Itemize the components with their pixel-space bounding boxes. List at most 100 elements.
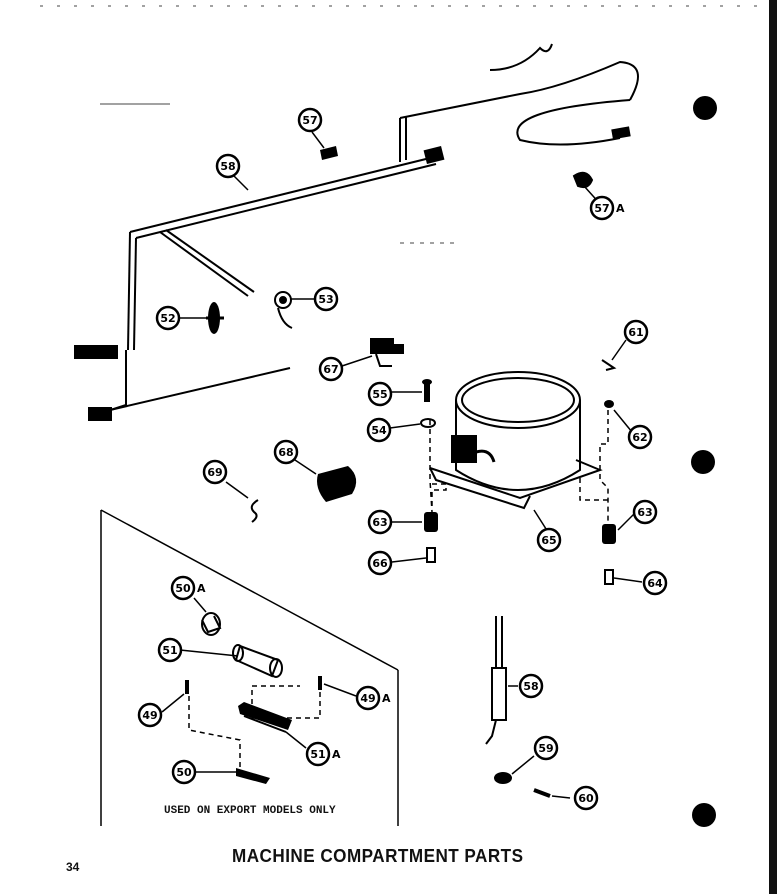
callout-circle <box>536 527 562 553</box>
callout-circle <box>533 735 559 761</box>
part-53-grommet <box>274 291 293 329</box>
clip-61 <box>601 359 617 371</box>
clip-57a <box>572 171 594 189</box>
callout-49a: 49 A <box>355 685 391 711</box>
callout-circle <box>297 107 323 133</box>
callout-number: 59 <box>538 742 553 755</box>
mount-dashed-lines <box>429 410 609 522</box>
part-68-cover <box>317 466 357 502</box>
callout-number: 54 <box>371 424 387 437</box>
callout-circle <box>367 509 393 535</box>
callout-circle <box>355 685 381 711</box>
washer-62 <box>604 400 614 408</box>
binder-hole-bottom <box>692 803 716 827</box>
harness-connector-right <box>611 126 631 140</box>
part-67-relay <box>370 338 404 367</box>
callout-number: 49 <box>360 692 375 705</box>
callout-number: 63 <box>372 516 387 529</box>
compressor-65 <box>429 371 603 510</box>
callout-circle <box>171 759 197 785</box>
part-52-bracket <box>206 302 224 334</box>
part-59-clip <box>494 772 512 784</box>
callout-number: 57 <box>594 202 609 215</box>
callout-59: 59 <box>533 735 559 761</box>
callout-65: 65 <box>536 527 562 553</box>
callout-68: 68 <box>273 439 299 465</box>
callout-60: 60 <box>573 785 599 811</box>
callout-55: 55 <box>367 381 393 407</box>
callout-50: 50 <box>171 759 197 785</box>
page-number: 34 <box>66 860 80 874</box>
callout-number: 50 <box>176 766 192 779</box>
callout-circle <box>573 785 599 811</box>
callout-66: 66 <box>367 550 393 576</box>
callout-circle <box>305 741 331 767</box>
callout-number: 53 <box>318 293 333 306</box>
washer-54 <box>420 418 436 428</box>
callout-number: 58 <box>523 680 538 693</box>
clip-57 <box>320 146 338 160</box>
callout-circle <box>215 153 241 179</box>
callout-53: 53 <box>313 286 339 312</box>
callout-57: 57 <box>297 107 323 133</box>
callout-58: 58 <box>215 153 241 179</box>
harness-connector-left-a <box>74 345 96 359</box>
part-51a-bracket <box>238 702 292 733</box>
callout-63: 63 <box>632 499 658 525</box>
callout-circle <box>137 702 163 728</box>
callout-suffix: A <box>382 692 391 705</box>
callout-circle <box>627 424 653 450</box>
callout-circle <box>273 439 299 465</box>
binder-hole-top <box>693 96 717 120</box>
callout-52: 52 <box>155 305 181 331</box>
callout-number: 68 <box>278 446 293 459</box>
part-51-capacitor <box>232 644 283 678</box>
callout-69: 69 <box>202 459 228 485</box>
part-58-overload-probe <box>485 616 507 745</box>
callout-circle <box>170 575 196 601</box>
callout-number: 51 <box>162 644 177 657</box>
screw-55 <box>422 379 432 402</box>
screw-49 <box>185 680 189 694</box>
part-50a-ring <box>201 612 222 636</box>
part-50-clamp <box>236 768 270 784</box>
callout-circle <box>367 381 393 407</box>
callout-64: 64 <box>642 570 668 596</box>
leader-lines <box>161 131 643 799</box>
callout-circle <box>318 356 344 382</box>
callout-circle <box>155 305 181 331</box>
harness-connector-left-c <box>88 407 112 421</box>
callout-circle <box>366 417 392 443</box>
callout-number: 63 <box>637 506 652 519</box>
export-inset-box <box>100 509 399 826</box>
harness-connector-left-b <box>96 345 118 359</box>
callout-61: 61 <box>623 319 649 345</box>
callout-number: 66 <box>372 557 388 570</box>
callout-number: 52 <box>160 312 175 325</box>
callout-63: 63 <box>367 509 393 535</box>
callout-circle <box>642 570 668 596</box>
callout-circle <box>367 550 393 576</box>
callout-number: 64 <box>647 577 663 590</box>
callout-number: 58 <box>220 160 235 173</box>
callout-number: 51 <box>310 748 325 761</box>
callout-number: 50 <box>175 582 191 595</box>
harness-connector-top <box>423 146 445 164</box>
callout-circle <box>632 499 658 525</box>
callout-number: 49 <box>142 709 157 722</box>
callout-circle <box>313 286 339 312</box>
export-note: USED ON EXPORT MODELS ONLY <box>164 805 336 817</box>
binder-hole-middle <box>691 450 715 474</box>
callout-circle <box>157 637 183 663</box>
wiring-harness <box>94 43 639 416</box>
callout-62: 62 <box>627 424 653 450</box>
part-60-screw <box>533 788 551 798</box>
callout-suffix: A <box>332 748 341 761</box>
callout-number: 60 <box>578 792 594 805</box>
callout-number: 55 <box>372 388 387 401</box>
callout-circle <box>589 195 615 221</box>
part-69-spring-clip <box>250 499 259 523</box>
